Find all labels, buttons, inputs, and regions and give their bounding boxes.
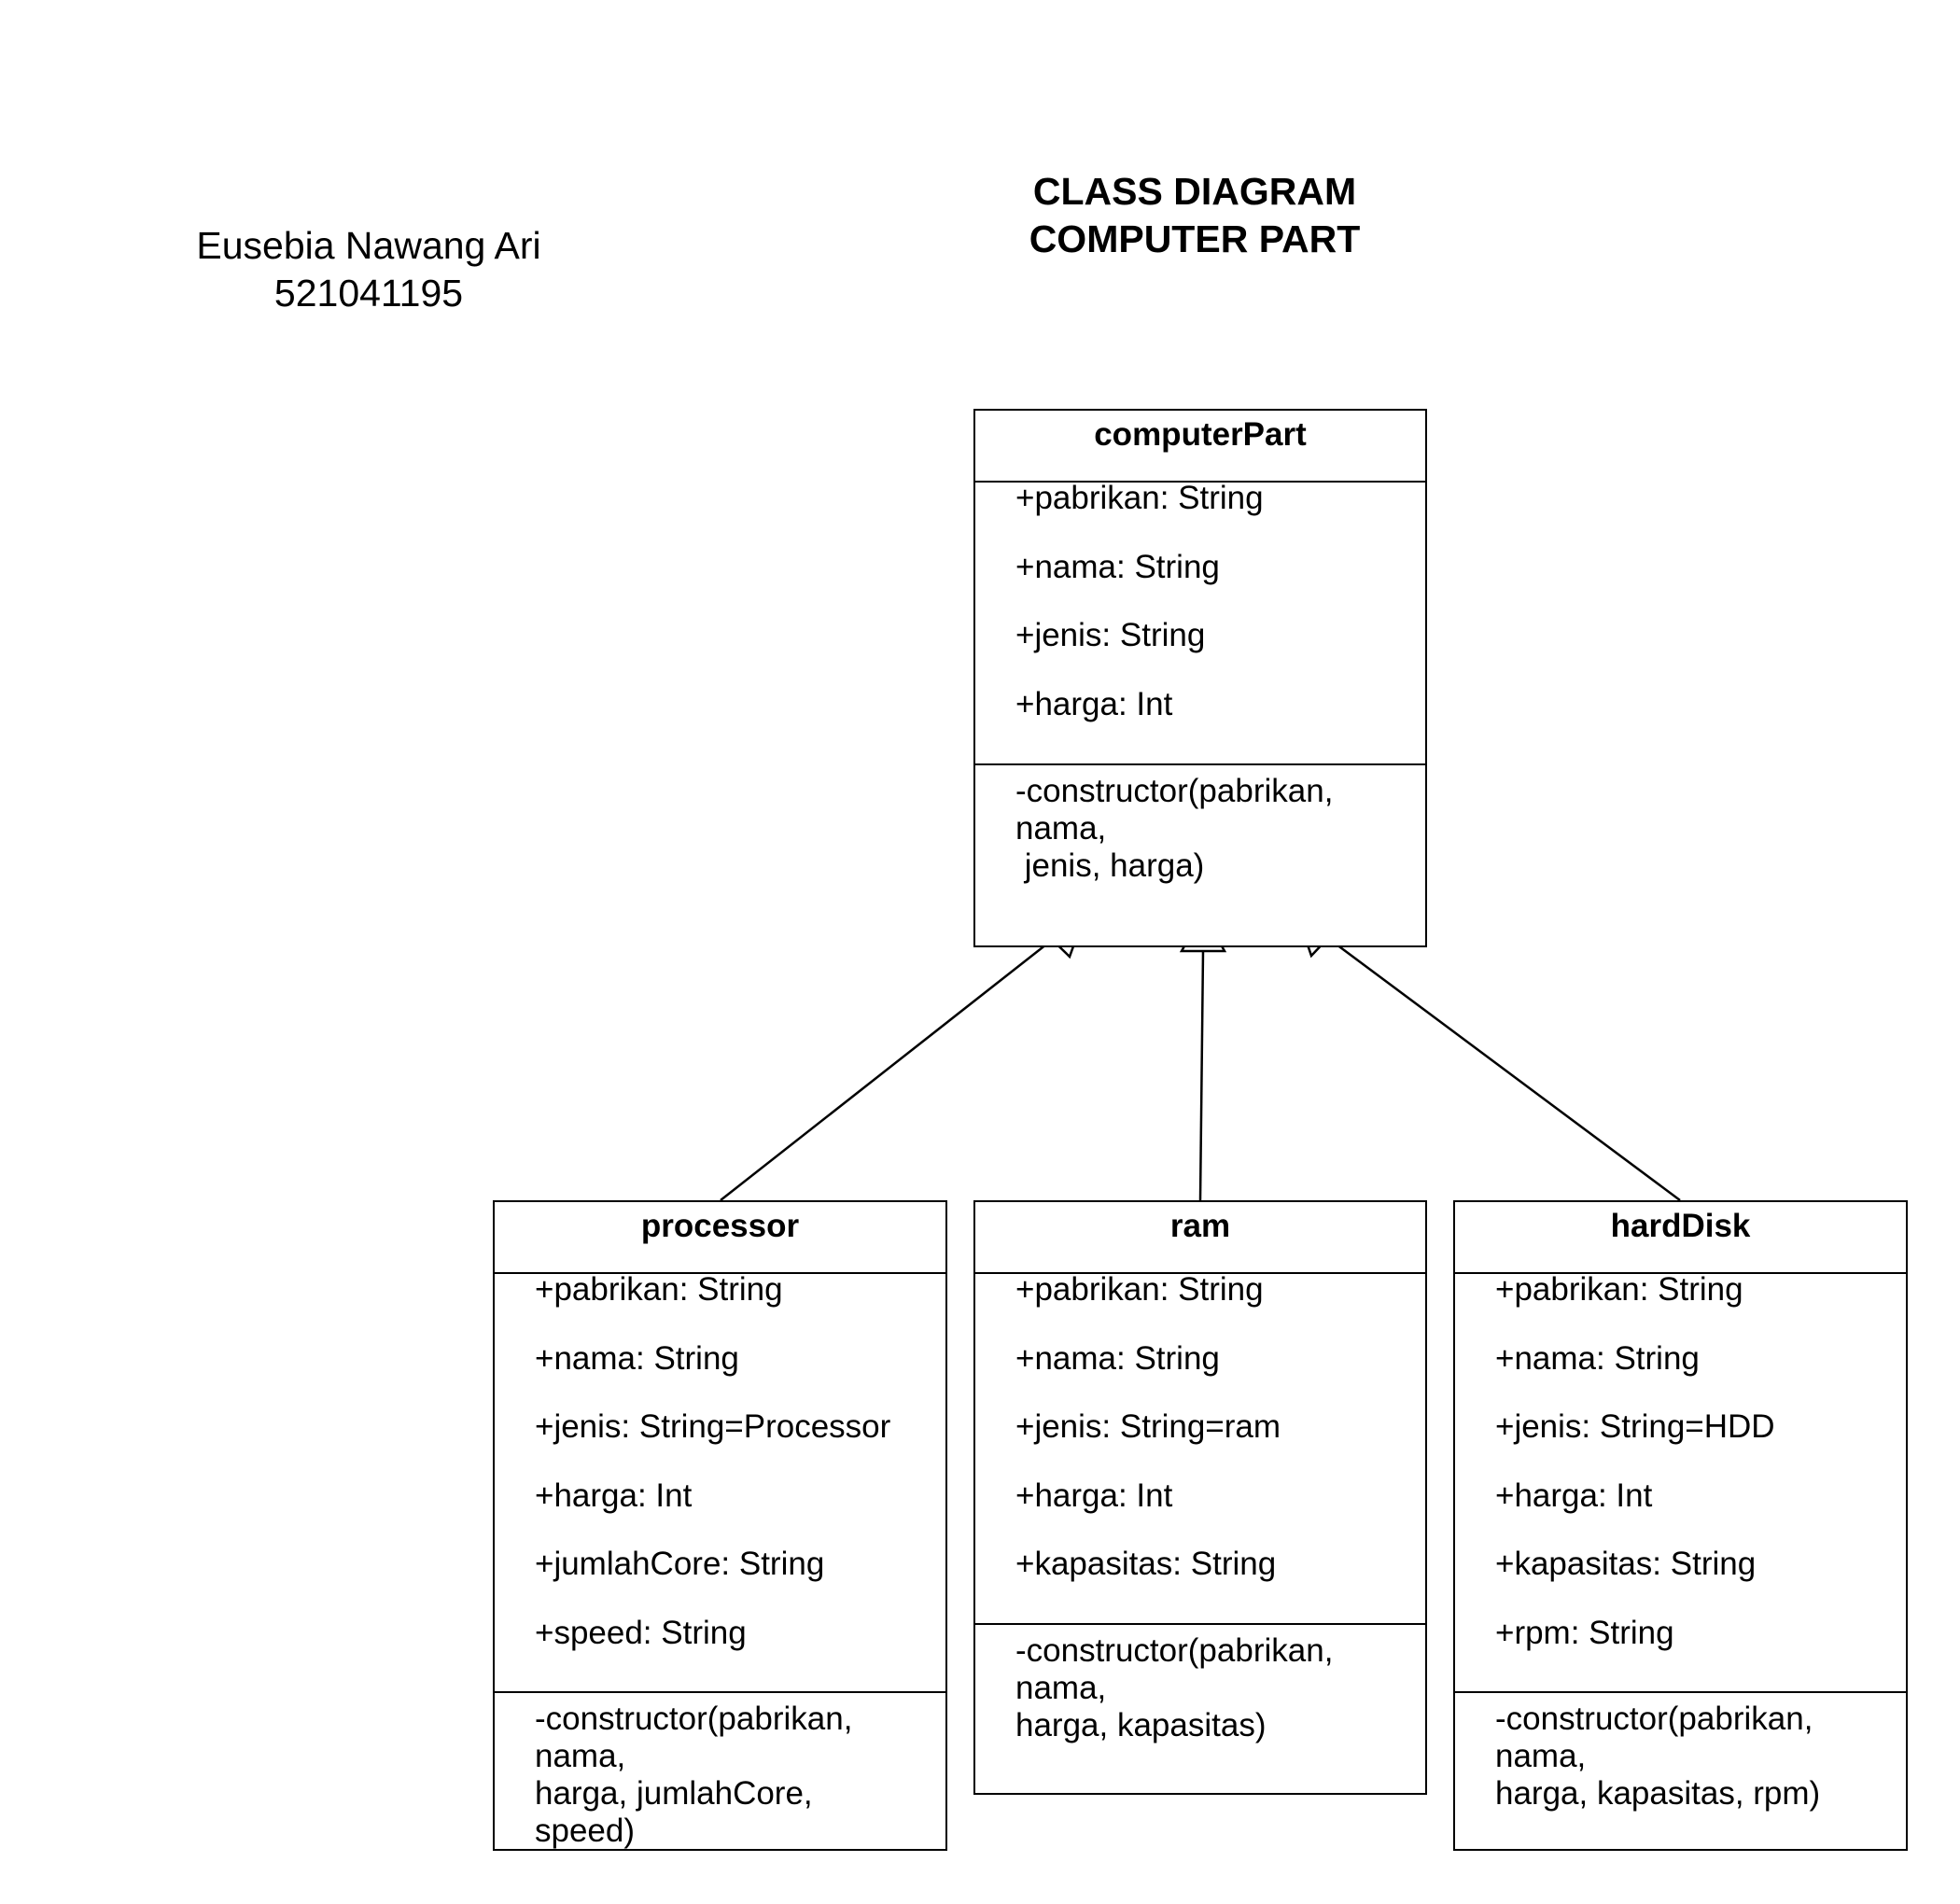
class-attributes: +pabrikan: String +nama: String +jenis: … <box>535 1269 890 1681</box>
class-harddisk[interactable]: hardDisk +pabrikan: String +nama: String… <box>1453 1200 1908 1851</box>
attribute: +pabrikan: String <box>1015 480 1264 516</box>
attribute: +harga: Int <box>1015 685 1173 722</box>
author-name: Eusebia Nawang Ari <box>196 224 541 267</box>
class-name: hardDisk <box>1610 1208 1751 1244</box>
diagram-title-line-1: CLASS DIAGRAM <box>1032 170 1357 213</box>
attribute: +nama: String <box>1015 548 1220 585</box>
attribute: +harga: Int <box>535 1477 693 1514</box>
attribute: +nama: String <box>1495 1339 1700 1377</box>
operation-line: harga, kapasitas, rpm) <box>1495 1775 1821 1812</box>
attribute: +kapasitas: String <box>1495 1546 1757 1582</box>
ram-generalization-line <box>1198 950 1205 1201</box>
operation-line: nama, <box>1015 810 1107 847</box>
class-divider <box>1455 1691 1906 1693</box>
operation-line: -constructor(pabrikan, <box>1015 773 1334 809</box>
class-name: computerPart <box>1094 416 1307 453</box>
operation-line: jenis, harga) <box>1015 847 1205 884</box>
class-name: processor <box>640 1208 800 1244</box>
operation-line: speed) <box>535 1813 636 1849</box>
class-computerpart[interactable]: computerPart +pabrikan: String +nama: St… <box>973 409 1427 947</box>
author-block: Eusebia Nawang Ari 521041195 <box>121 222 616 317</box>
class-name: ram <box>1169 1208 1231 1244</box>
attribute: +harga: Int <box>1495 1477 1653 1514</box>
attribute: +speed: String <box>535 1614 747 1651</box>
diagram-title-line-2: COMPUTER PART <box>1029 217 1361 260</box>
attribute: +jumlahCore: String <box>535 1546 825 1582</box>
attribute: +nama: String <box>535 1339 739 1377</box>
diagram-title: CLASS DIAGRAM COMPUTER PART <box>952 168 1437 263</box>
attribute: +harga: Int <box>1015 1477 1173 1514</box>
operation-line: harga, kapasitas) <box>1015 1707 1267 1743</box>
class-divider <box>975 763 1425 765</box>
processor-generalization-line <box>720 940 1052 1201</box>
class-attributes: +pabrikan: String +nama: String +jenis: … <box>1495 1269 1775 1681</box>
operation-line: nama, <box>535 1738 626 1774</box>
attribute: +pabrikan: String <box>1015 1271 1264 1308</box>
class-divider <box>975 481 1425 483</box>
class-ram[interactable]: ram +pabrikan: String +nama: String +jen… <box>973 1200 1427 1795</box>
operation-line: harga, jumlahCore, <box>535 1775 813 1812</box>
class-attributes: +pabrikan: String +nama: String +jenis: … <box>1015 478 1264 752</box>
author-id: 521041195 <box>273 272 464 315</box>
class-divider <box>1455 1272 1906 1274</box>
class-operations: -constructor(pabrikan, nama, harga, kapa… <box>1495 1701 1897 1813</box>
attribute: +pabrikan: String <box>1495 1271 1743 1308</box>
operation-line: -constructor(pabrikan, <box>1015 1632 1334 1669</box>
operation-line: nama, <box>1015 1670 1107 1706</box>
class-divider <box>495 1691 945 1693</box>
class-divider <box>975 1623 1425 1625</box>
attribute: +jenis: String=Processor <box>535 1408 891 1445</box>
attribute: +kapasitas: String <box>1015 1546 1277 1582</box>
operation-line: -constructor(pabrikan, <box>1495 1701 1813 1737</box>
operation-line: nama, <box>1495 1738 1587 1774</box>
attribute: +jenis: String=ram <box>1015 1408 1281 1445</box>
attribute: +rpm: String <box>1495 1614 1674 1651</box>
attribute: +jenis: String=HDD <box>1495 1408 1775 1445</box>
class-operations: -constructor(pabrikan, nama, harga, kapa… <box>1015 1632 1416 1744</box>
class-divider <box>975 1272 1425 1274</box>
operation-line: -constructor(pabrikan, <box>535 1701 853 1737</box>
harddisk-generalization-line <box>1328 937 1681 1202</box>
class-processor[interactable]: processor +pabrikan: String +nama: Strin… <box>493 1200 947 1851</box>
class-divider <box>495 1272 945 1274</box>
class-attributes: +pabrikan: String +nama: String +jenis: … <box>1015 1269 1281 1613</box>
class-operations: -constructor(pabrikan, nama, harga, juml… <box>535 1701 936 1850</box>
attribute: +pabrikan: String <box>535 1271 783 1308</box>
class-operations: -constructor(pabrikan, nama, jenis, harg… <box>1015 773 1416 885</box>
attribute: +jenis: String <box>1015 617 1206 653</box>
attribute: +nama: String <box>1015 1339 1220 1377</box>
